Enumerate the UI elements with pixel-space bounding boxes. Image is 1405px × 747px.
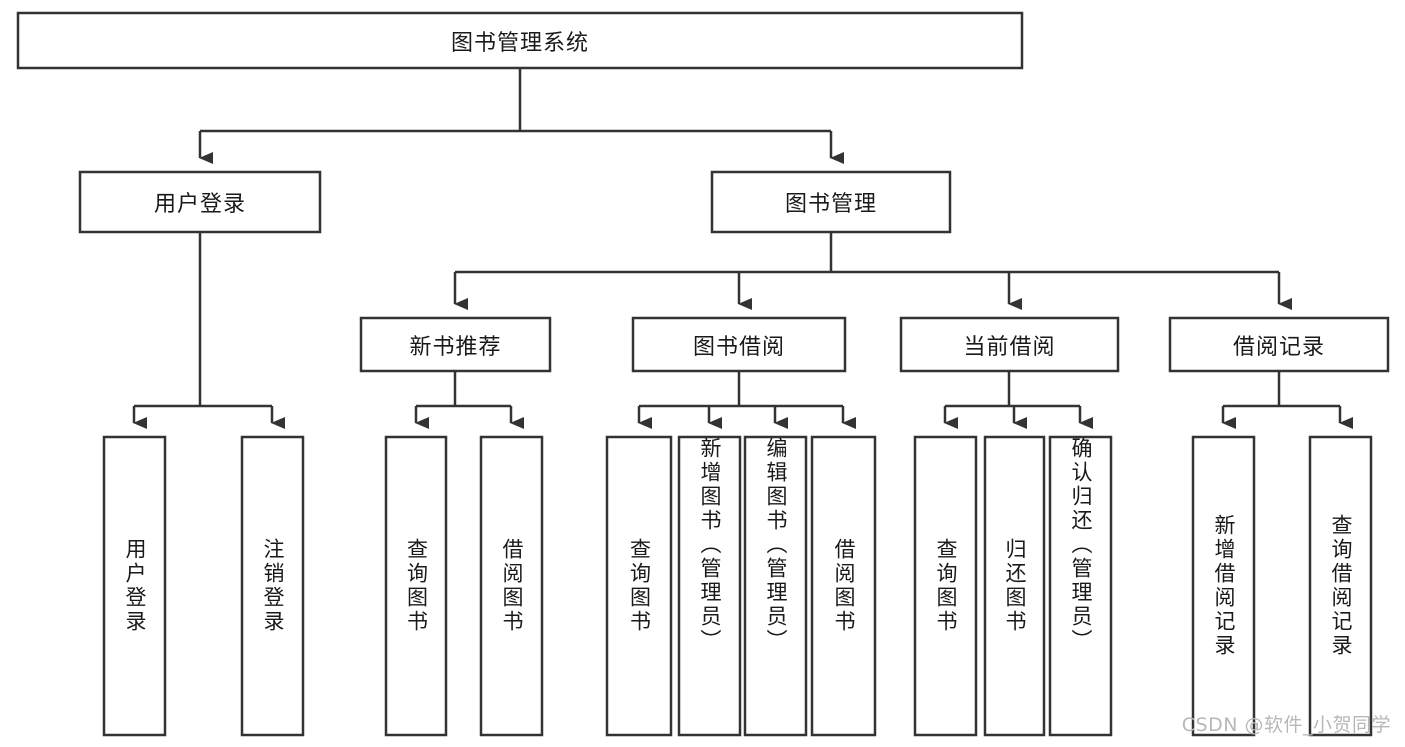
node-box-new-book-recommend[interactable]: [359, 316, 552, 373]
node-box-leaf-logout[interactable]: [240, 435, 305, 737]
node-box-book-borrow[interactable]: [631, 316, 847, 373]
node-box-book-management[interactable]: [710, 170, 952, 234]
node-box-leaf-add-book-admin[interactable]: [677, 435, 742, 737]
node-box-root[interactable]: [16, 11, 1024, 70]
node-box-leaf-confirm-return-admin[interactable]: [1048, 435, 1113, 737]
node-box-leaf-borrow-book[interactable]: [810, 435, 877, 737]
node-box-leaf-edit-book-admin[interactable]: [743, 435, 808, 737]
node-box-leaf-query-book-borrow[interactable]: [605, 435, 673, 737]
node-box-borrow-record[interactable]: [1168, 316, 1390, 373]
node-box-leaf-query-book-current[interactable]: [913, 435, 978, 737]
csdn-watermark: CSDN @软件_小贺同学: [1181, 714, 1391, 736]
node-box-current-borrow[interactable]: [899, 316, 1120, 373]
node-box-leaf-borrow-book-new[interactable]: [479, 435, 544, 737]
node-box-user-login[interactable]: [78, 170, 322, 234]
node-box-leaf-user-login[interactable]: [102, 435, 167, 737]
node-box-leaf-query-book-new[interactable]: [384, 435, 448, 737]
node-box-leaf-query-borrow-record[interactable]: [1308, 435, 1373, 737]
node-box-leaf-return-book[interactable]: [983, 435, 1046, 737]
node-box-leaf-add-borrow-record[interactable]: [1191, 435, 1256, 737]
